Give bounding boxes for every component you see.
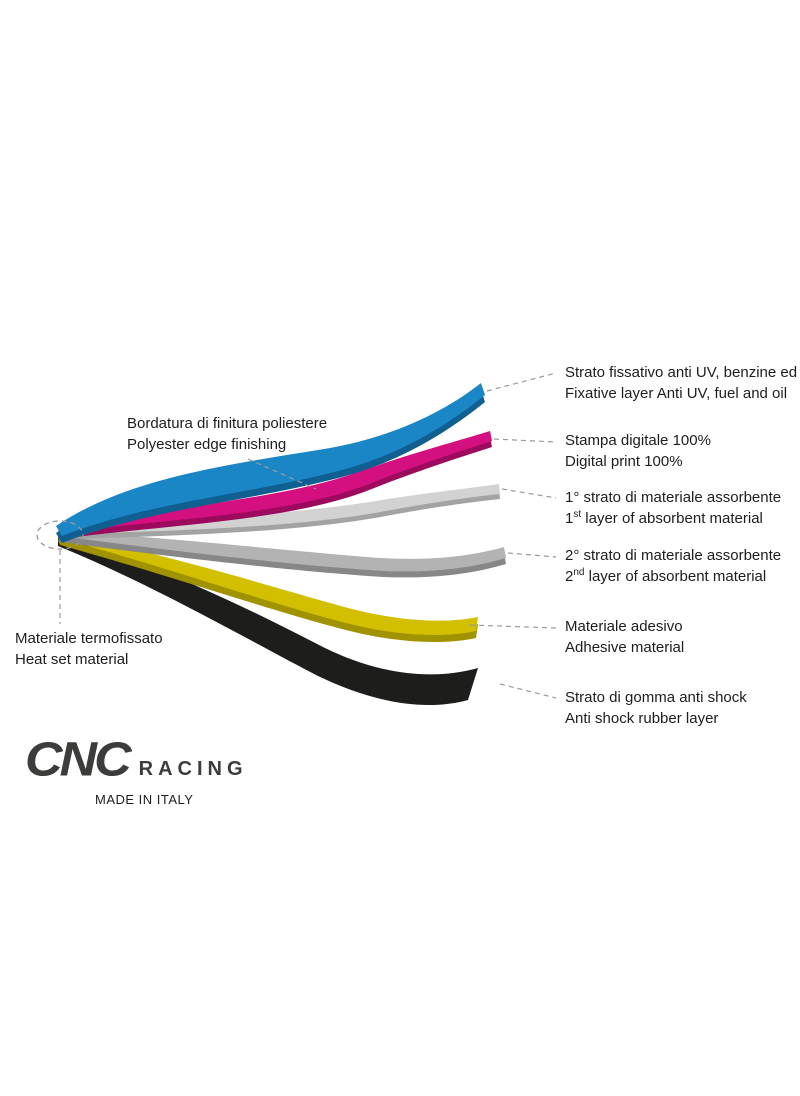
label-fixative-it: Strato fissativo anti UV, benzine ed oli bbox=[565, 364, 800, 381]
heat-set-highlight-ellipse bbox=[36, 520, 84, 550]
layer-absorbent2-shape bbox=[58, 531, 506, 572]
label-fixative: Strato fissativo anti UV, benzine ed oli… bbox=[565, 362, 800, 404]
leader-absorbent1 bbox=[501, 488, 557, 499]
label-edge-finishing: Bordatura di finitura poliestere Polyest… bbox=[127, 413, 327, 455]
label-edge-finishing-it: Bordatura di finitura poliestere bbox=[127, 415, 328, 432]
label-absorbent2-it: 2° strato di materiale assorbente bbox=[565, 547, 782, 564]
leader-rubber bbox=[499, 683, 557, 699]
label-rubber: Strato di gomma anti shock Anti shock ru… bbox=[565, 687, 747, 729]
label-absorbent1: 1° strato di materiale assorbente 1st la… bbox=[565, 487, 781, 529]
label-rubber-it: Strato di gomma anti shock bbox=[565, 689, 747, 706]
label-absorbent1-it: 1° strato di materiale assorbente bbox=[565, 489, 782, 506]
leader-absorbent2 bbox=[507, 552, 557, 558]
layer-adhesive-shape bbox=[58, 533, 478, 636]
label-print: Stampa digitale 100% Digital print 100% bbox=[565, 430, 711, 472]
leader-print bbox=[493, 438, 557, 443]
label-print-it: Stampa digitale 100% bbox=[565, 432, 711, 449]
label-adhesive-en: Adhesive material bbox=[565, 639, 685, 656]
label-fixative-en: Fixative layer Anti UV, fuel and oil bbox=[565, 385, 788, 402]
label-absorbent1-en: 1st layer of absorbent material bbox=[565, 508, 781, 529]
label-heat-set-it: Materiale termofissato bbox=[15, 630, 163, 647]
label-absorbent2-en-pre: 2 bbox=[565, 568, 574, 585]
label-adhesive-it: Materiale adesivo bbox=[565, 618, 683, 635]
layer-rubber-shape bbox=[58, 535, 478, 706]
label-absorbent2-en: 2nd layer of absorbent material bbox=[565, 566, 781, 587]
label-absorbent2-en-sup: nd bbox=[573, 567, 585, 578]
label-absorbent2-en-post: layer of absorbent material bbox=[584, 568, 767, 585]
leader-edge-finishing bbox=[247, 458, 317, 490]
label-absorbent1-en-pre: 1 bbox=[565, 510, 574, 527]
label-print-en: Digital print 100% bbox=[565, 453, 683, 470]
leader-fixative bbox=[486, 372, 557, 392]
label-rubber-en: Anti shock rubber layer bbox=[565, 710, 719, 727]
label-absorbent2: 2° strato di materiale assorbente 2nd la… bbox=[565, 545, 781, 587]
layer-fixative-shape bbox=[56, 383, 485, 536]
leader-adhesive bbox=[469, 624, 557, 629]
brand-logo: CNC RACING bbox=[25, 733, 248, 787]
brand-logo-mark: CNC bbox=[25, 733, 132, 787]
label-adhesive: Materiale adesivo Adhesive material bbox=[565, 616, 684, 658]
made-in-italy-text: MADE IN ITALY bbox=[95, 792, 194, 807]
label-heat-set-en: Heat set material bbox=[15, 651, 129, 668]
brand-logo-racing: RACING bbox=[138, 758, 248, 780]
label-absorbent1-en-sup: st bbox=[573, 509, 582, 520]
label-heat-set: Materiale termofissato Heat set material bbox=[15, 628, 163, 670]
label-absorbent1-en-post: layer of absorbent material bbox=[581, 510, 763, 527]
label-edge-finishing-en: Polyester edge finishing bbox=[127, 436, 287, 453]
